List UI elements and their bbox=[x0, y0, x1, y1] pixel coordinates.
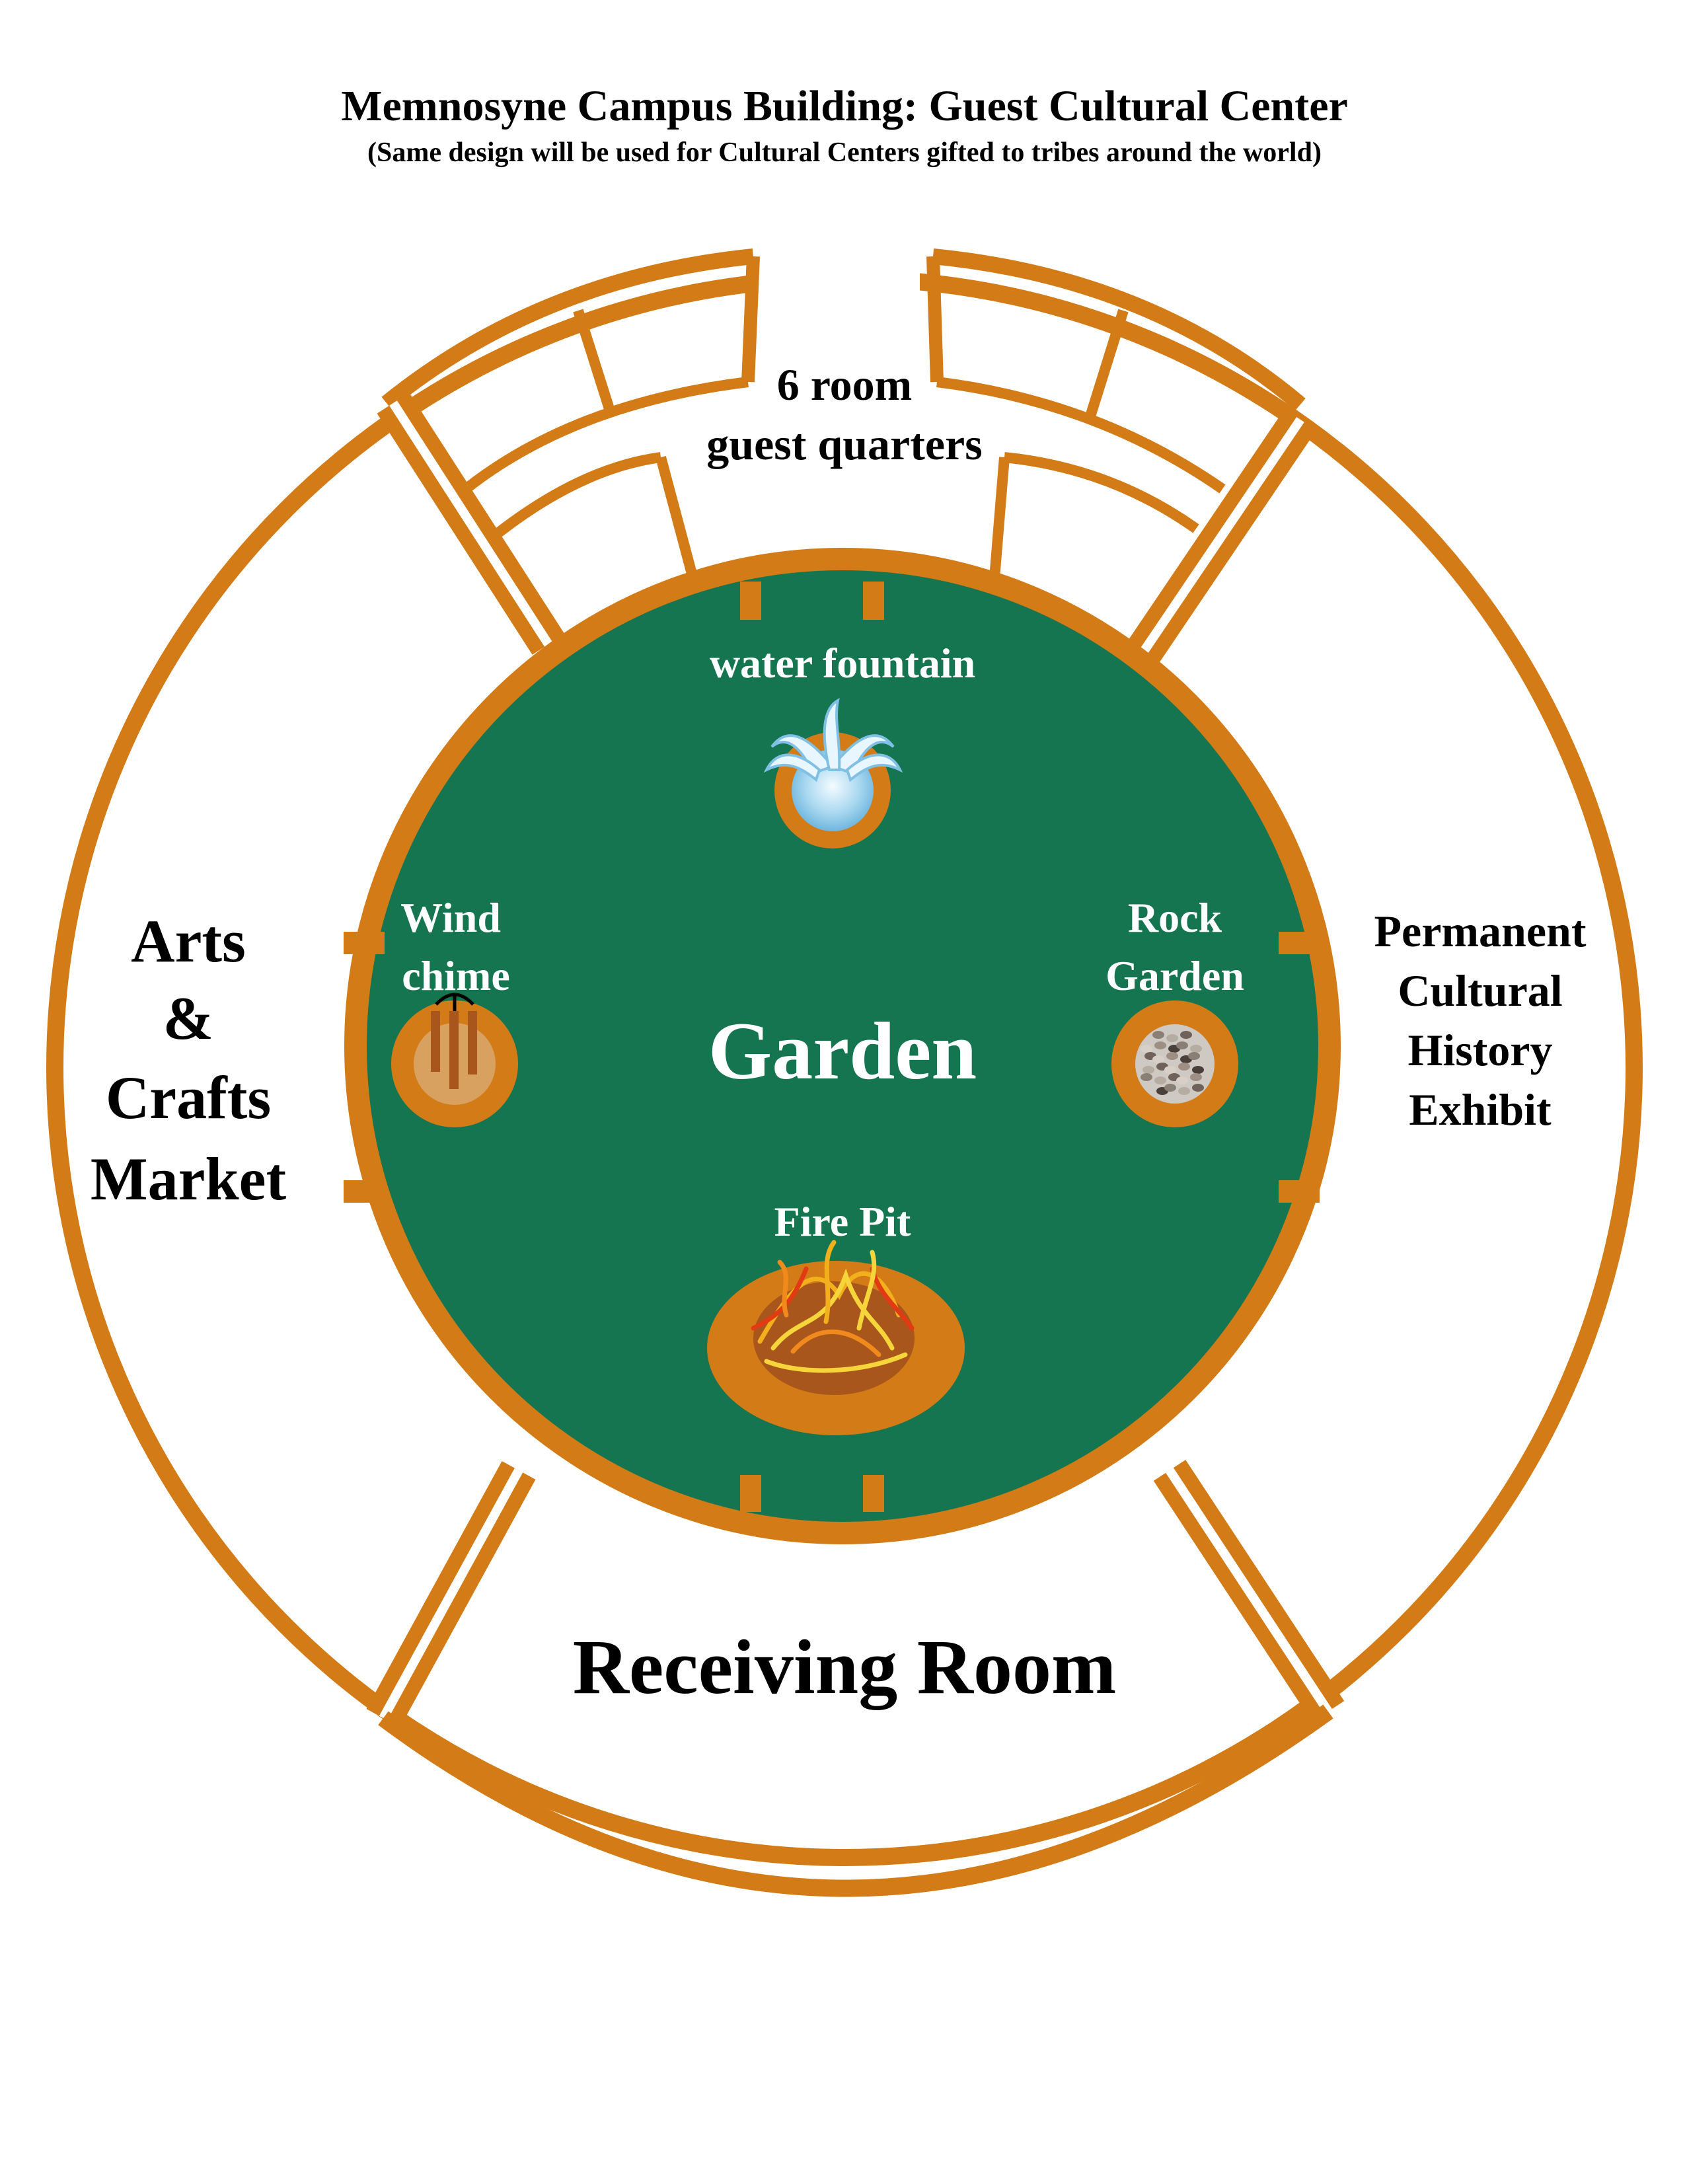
guest-wing-right bbox=[926, 248, 1306, 579]
wind-chime-label-line2: chime bbox=[402, 952, 510, 999]
pebble bbox=[1180, 1031, 1192, 1039]
receiving-room-label: Receiving Room bbox=[573, 1624, 1117, 1710]
water-fountain-icon bbox=[763, 698, 903, 848]
arts-crafts-label-line1: Arts bbox=[131, 907, 246, 975]
pebble bbox=[1154, 1076, 1166, 1084]
page-title: Memnosyne Campus Building: Guest Cultura… bbox=[341, 82, 1348, 130]
history-exhibit-label-line4: Exhibit bbox=[1409, 1084, 1552, 1135]
history-exhibit-label: Permanent Cultural History Exhibit bbox=[1374, 906, 1586, 1135]
arts-crafts-label-line4: Market bbox=[91, 1145, 287, 1213]
pebble bbox=[1166, 1034, 1178, 1042]
entrance-gap bbox=[757, 264, 920, 311]
fire-pit-label: Fire Pit bbox=[774, 1198, 911, 1245]
guest-quarters-label-line1: 6 room bbox=[777, 359, 913, 410]
arts-crafts-label-line3: Crafts bbox=[106, 1064, 271, 1131]
pebble bbox=[1142, 1066, 1154, 1074]
pebble bbox=[1176, 1076, 1188, 1084]
pebble bbox=[1176, 1041, 1188, 1049]
pebble bbox=[1141, 1073, 1152, 1081]
pebble bbox=[1141, 1045, 1152, 1053]
pebble bbox=[1192, 1066, 1204, 1074]
wind-chime-icon bbox=[391, 993, 518, 1127]
garden-area bbox=[344, 548, 1341, 1544]
pebble bbox=[1188, 1052, 1200, 1060]
partition-walls bbox=[366, 393, 1345, 1727]
guest-quarters-label-line2: guest quarters bbox=[706, 419, 982, 469]
page-subtitle: (Same design will be used for Cultural C… bbox=[367, 137, 1322, 168]
pebble bbox=[1190, 1045, 1202, 1053]
receiving-room-wall bbox=[378, 1704, 1333, 1897]
pebble bbox=[1154, 1041, 1166, 1049]
arts-crafts-label: Arts & Crafts Market bbox=[91, 907, 287, 1213]
rock-garden-label-line2: Garden bbox=[1105, 952, 1244, 999]
pebble bbox=[1178, 1087, 1190, 1095]
fire-pit-icon bbox=[707, 1240, 965, 1435]
pebble bbox=[1164, 1066, 1176, 1074]
history-exhibit-label-line1: Permanent bbox=[1374, 906, 1586, 956]
history-exhibit-label-line3: History bbox=[1407, 1025, 1552, 1075]
pebble bbox=[1152, 1031, 1164, 1039]
guest-wing-left bbox=[381, 248, 760, 578]
pebble bbox=[1192, 1084, 1204, 1092]
arts-crafts-label-line2: & bbox=[163, 985, 214, 1052]
wind-chime-label-line1: Wind bbox=[400, 894, 501, 941]
pebble bbox=[1152, 1055, 1164, 1063]
pebble bbox=[1178, 1063, 1190, 1071]
fountain-label: water fountain bbox=[710, 640, 975, 687]
garden-doors bbox=[344, 582, 1320, 1512]
rock-garden-label-line1: Rock bbox=[1128, 894, 1222, 941]
pebble bbox=[1164, 1084, 1176, 1092]
pebble bbox=[1190, 1073, 1202, 1081]
guest-quarters-label: 6 room guest quarters bbox=[706, 359, 982, 469]
rock-garden-icon bbox=[1111, 1000, 1238, 1127]
history-exhibit-label-line2: Cultural bbox=[1398, 965, 1562, 1016]
pebble bbox=[1166, 1052, 1178, 1060]
garden-label: Garden bbox=[708, 1006, 977, 1096]
